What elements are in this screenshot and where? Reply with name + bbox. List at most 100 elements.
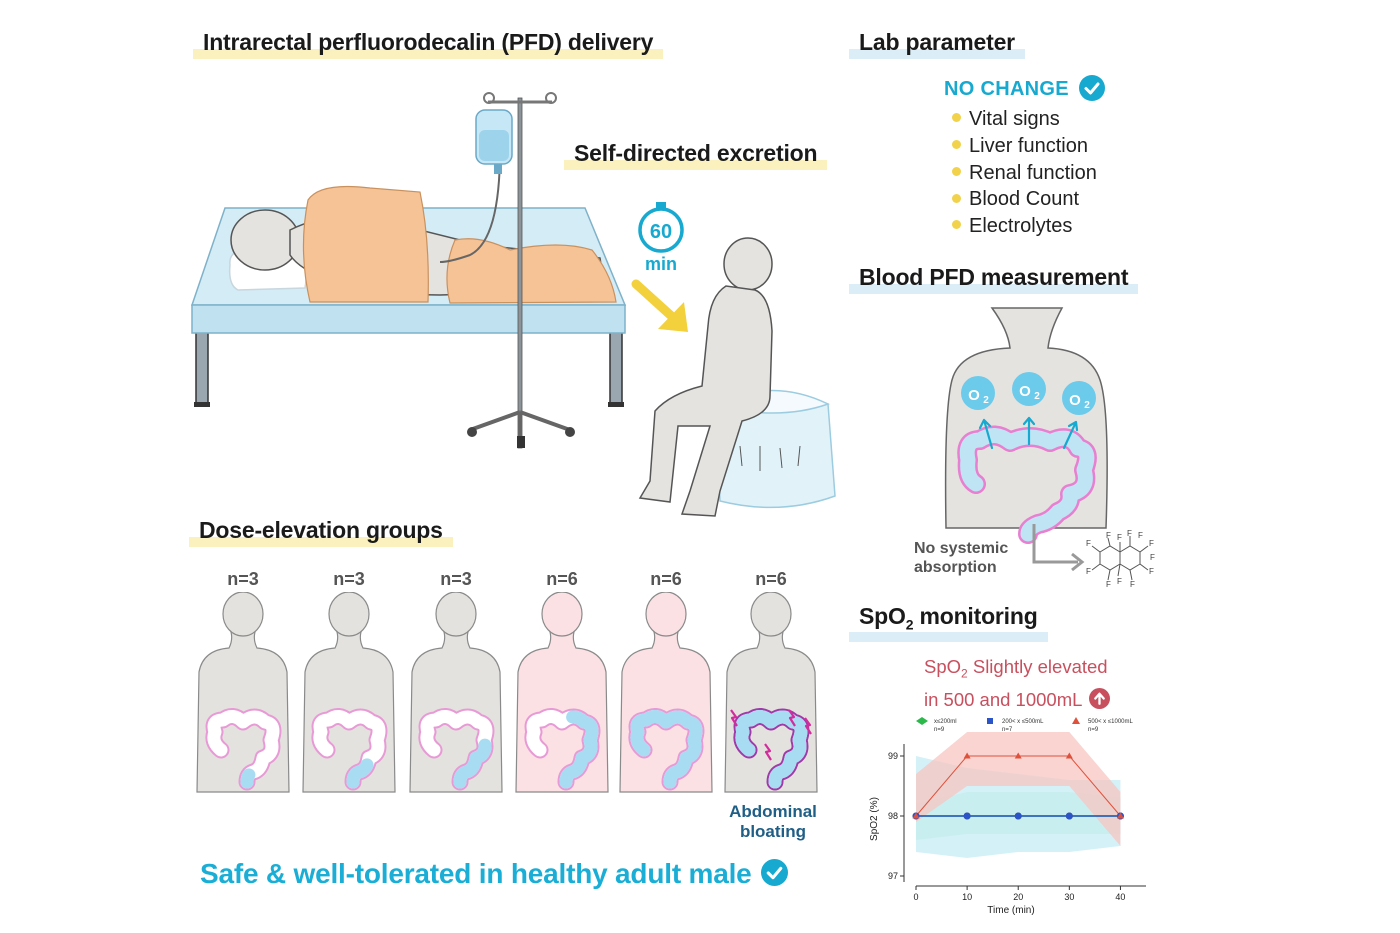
dose-figure	[619, 592, 713, 793]
fluorine-label: F	[1086, 539, 1091, 548]
stopwatch-icon	[638, 207, 684, 253]
iv-hook-right	[545, 92, 557, 104]
lab-item-label: Vital signs	[969, 108, 1060, 130]
iv-wheel-center	[517, 436, 525, 448]
data-point	[1065, 812, 1073, 820]
y-tick-label: 99	[888, 751, 898, 761]
y-axis-label: SpO2 (%)	[869, 797, 880, 841]
o2-label: O	[1019, 383, 1031, 400]
data-point	[912, 812, 920, 819]
spo2-note-prefix: SpO	[924, 656, 962, 677]
bullet-dot-icon	[952, 166, 961, 176]
abdominal-bloating-note: Abdominal bloating	[718, 802, 828, 842]
fluorine-label: F	[1117, 577, 1122, 586]
legend-series-name: 500< x ≤1000mL	[1088, 719, 1133, 725]
head-silhouette	[645, 592, 687, 637]
iv-bag-port	[494, 164, 502, 174]
lightning-icon	[788, 709, 796, 727]
o2-label: O	[1069, 392, 1081, 409]
dose-figure	[302, 592, 396, 793]
head-silhouette	[541, 592, 583, 637]
timer-illustration: 60 min	[631, 202, 688, 332]
head-silhouette	[750, 592, 792, 637]
lab-item: Liver function	[952, 133, 1097, 160]
group-n-label: n=3	[227, 569, 259, 589]
fluorine-label: F	[1130, 580, 1135, 589]
lightning-icon	[804, 717, 812, 735]
fluorine-label: F	[1150, 553, 1155, 562]
data-point	[963, 812, 971, 820]
o2-arrows-icon	[978, 416, 1079, 450]
patient-head	[230, 209, 300, 271]
iv-hook-left	[483, 92, 495, 104]
conclusion-text: Safe & well-tolerated in healthy adult m…	[200, 858, 752, 889]
group-n-label: n=3	[440, 569, 472, 589]
data-point	[1116, 812, 1124, 819]
no-change-status: NO CHANGE	[944, 75, 1105, 101]
colon-fluid	[313, 710, 386, 789]
x-tick-label: 10	[962, 892, 972, 902]
legend-series-name: x≤200ml	[934, 719, 957, 725]
iv-pole	[517, 97, 523, 449]
lab-item-label: Electrolytes	[969, 215, 1073, 238]
fluorine-label: F	[1138, 531, 1143, 540]
stopwatch-button	[656, 202, 666, 208]
excretion-heading: Self-directed excretion	[564, 139, 828, 170]
check-circle-icon	[1078, 75, 1105, 101]
fluorine-label: F	[1086, 567, 1091, 576]
blood-pfd-illustration: O 2 O 2 O 2	[944, 307, 1108, 572]
group-n-label: n=6	[650, 569, 682, 589]
bullet-dot-icon	[952, 113, 961, 123]
x-tick-label: 20	[1013, 892, 1023, 902]
bed-foot-left	[194, 402, 210, 407]
fluorine-label: F	[1149, 539, 1154, 548]
lab-item-label: Blood Count	[969, 188, 1080, 211]
spo2-note-sub: 2	[961, 666, 968, 681]
o2-sub: 2	[1034, 391, 1040, 402]
delivery-heading: Intrarectal perfluorodecalin (PFD) deliv…	[193, 28, 664, 59]
bed-foot-right	[608, 402, 624, 407]
no-change-label: NO CHANGE	[944, 78, 1069, 100]
lab-item-label: Renal function	[969, 161, 1097, 184]
spo2-monitoring-heading: SpO2 monitoring	[849, 602, 1048, 642]
o2-sub: 2	[1084, 400, 1090, 411]
bloating-line1: Abdominal	[729, 802, 817, 821]
head-silhouette	[328, 592, 370, 637]
bullet-dot-icon	[952, 220, 961, 230]
x-tick-label: 40	[1115, 892, 1125, 902]
spo2-heading-suffix: monitoring	[919, 603, 1038, 629]
lab-item: Electrolytes	[952, 213, 1097, 240]
dose-figure	[196, 592, 290, 793]
spo2-note-line2-text: in 500 and 1000mL	[924, 688, 1082, 710]
iv-bag-fluid	[479, 130, 509, 161]
o2-sub: 2	[983, 395, 989, 406]
colon-empty	[207, 710, 280, 789]
legend-marker	[1072, 717, 1080, 724]
grey-arrow-head	[1071, 552, 1085, 572]
x-tick-label: 30	[1064, 892, 1074, 902]
pfd-molecule-icon: F F F F F F F F F F F F	[1086, 530, 1155, 589]
iv-wheel-left	[467, 427, 477, 437]
iv-tube	[439, 149, 501, 263]
head-silhouette	[435, 592, 477, 637]
no-absorption-line2: absorption	[914, 559, 997, 576]
lightning-icon	[730, 709, 738, 727]
x-tick-label: 0	[913, 892, 918, 902]
o2-bubble-icon: O 2	[1012, 372, 1046, 406]
seated-person-illustration	[638, 237, 836, 517]
o2-label: O	[968, 387, 980, 404]
colon-fluid	[526, 710, 599, 789]
timer-unit: min	[645, 254, 677, 274]
spo2-note-suffix: Slightly elevated	[967, 656, 1108, 677]
y-tick-label: 98	[888, 811, 898, 821]
seated-head	[723, 237, 773, 291]
legend-series-n: n=9	[934, 727, 945, 733]
legend-series-n: n=7	[1002, 727, 1013, 733]
data-point	[963, 752, 971, 759]
no-absorption-note: No systemic absorption	[914, 539, 1008, 577]
colon-fluid	[420, 710, 493, 789]
blanket-lower	[446, 238, 617, 304]
legend-series-n: n=9	[1088, 727, 1099, 733]
spo2-elevated-note: SpO2 Slightly elevated in 500 and 1000mL	[924, 654, 1110, 713]
yellow-arrow-head	[658, 302, 688, 332]
